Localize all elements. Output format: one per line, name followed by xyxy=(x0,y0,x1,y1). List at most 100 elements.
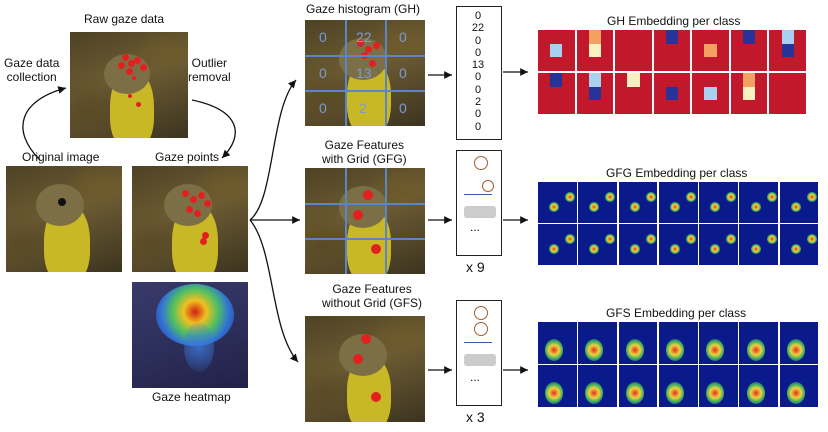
grid-line xyxy=(305,203,425,205)
gh-embed-bin xyxy=(769,73,782,87)
gh-embed-cell xyxy=(769,73,806,114)
embed-blob xyxy=(726,234,737,244)
gh-embed-bin xyxy=(793,57,806,71)
gh-cell-count: 0 xyxy=(399,100,407,116)
gaze-point xyxy=(353,354,363,364)
embed-blob xyxy=(545,381,564,404)
gaze-point xyxy=(118,62,125,69)
gaze-point xyxy=(186,206,193,213)
embed-blob xyxy=(806,192,817,202)
gh-embed-bin xyxy=(588,57,601,71)
collection-arrow xyxy=(22,86,67,161)
gh-title: Gaze histogram (GH) xyxy=(306,2,421,16)
gh-vector-bracket xyxy=(456,6,502,140)
gh-embed-cell xyxy=(730,30,768,71)
gaze-point xyxy=(200,238,207,245)
gh-embed-bin xyxy=(576,73,589,87)
gaze-point xyxy=(204,200,211,207)
embed-blob xyxy=(746,338,765,361)
gh-embed-bin xyxy=(793,100,806,114)
gaze-points-label: Gaze points xyxy=(155,150,220,164)
gaze-point xyxy=(373,42,380,49)
gh-embed-cell xyxy=(538,30,575,71)
gh-embed-bin xyxy=(704,30,717,44)
gaze-point xyxy=(134,57,141,64)
embed-blob xyxy=(605,192,616,202)
embed-blob xyxy=(629,202,640,212)
gh-embed-bin xyxy=(730,73,744,87)
gfs-embed-cell xyxy=(538,365,578,408)
grid-line xyxy=(305,90,425,92)
gh-embed-bin xyxy=(665,30,679,44)
gh-embed-bin xyxy=(615,73,628,87)
gh-embed-title: GH Embedding per class xyxy=(607,14,741,28)
gfg-title-text: Gaze Features with Grid (GFG) xyxy=(322,138,407,166)
branch-arrow-gfs xyxy=(249,219,299,363)
embed-blob xyxy=(645,192,656,202)
gaze-point xyxy=(353,210,363,220)
embed-blob xyxy=(629,244,640,254)
embed-blob xyxy=(665,338,684,361)
gh-embed-bin xyxy=(716,43,729,58)
gh-embed-bin xyxy=(716,73,729,87)
gaze-point xyxy=(182,190,189,197)
gh-cell-count: 0 xyxy=(319,29,327,45)
gh-embed-bin xyxy=(755,86,768,101)
gh-embed-bin xyxy=(793,43,806,58)
gh-embed-bin xyxy=(781,30,794,44)
gh-embed-bin xyxy=(781,43,794,58)
gfs-embed-cell xyxy=(538,322,578,365)
embed-blob xyxy=(605,234,616,244)
embed-blob xyxy=(589,244,600,254)
grid-line xyxy=(385,168,387,274)
grid-line xyxy=(305,238,425,240)
gh-vector-entry: 0 xyxy=(474,71,482,84)
gfg-embed-cell xyxy=(658,224,699,266)
gh-embed-cell xyxy=(692,73,729,114)
gh-embed-bin xyxy=(730,100,744,114)
gfg-embed-cell xyxy=(618,224,659,266)
gaze-point xyxy=(371,244,381,254)
gh-embed-bin xyxy=(588,100,601,114)
gh-vector-entry: 0 xyxy=(474,83,482,96)
gfg-embed-title: GFG Embedding per class xyxy=(606,166,748,180)
gh-embed-bin xyxy=(678,57,691,71)
gfg-eye-icon xyxy=(464,206,496,218)
gh-vector-entry: 13 xyxy=(471,59,485,72)
gh-embed-bin xyxy=(550,73,563,87)
gh-embed-bin xyxy=(639,30,652,44)
gh-embed-bin xyxy=(550,86,563,101)
gh-embed-bin xyxy=(627,100,640,114)
gh-embed-bin xyxy=(743,86,756,101)
gfs-circle-icon xyxy=(474,306,488,320)
gfs-multiplier: x 3 xyxy=(466,409,485,425)
gaze-point xyxy=(126,68,133,75)
gh-embed-bin xyxy=(678,30,691,44)
outlier-arrow xyxy=(191,99,236,159)
gfg-arrow-icon xyxy=(464,194,492,205)
gh-embed-bin xyxy=(755,73,768,87)
gfs-embed-cell xyxy=(739,365,780,408)
gfs-embed-cell xyxy=(618,322,659,365)
gfg-embed-cell xyxy=(779,182,820,224)
gaze-point xyxy=(198,192,205,199)
gfg-embed-panel xyxy=(538,182,820,266)
gfg-embed-cell xyxy=(538,224,578,266)
gh-vector-entry: 0 xyxy=(474,10,482,22)
gh-embed-bin xyxy=(576,86,589,101)
gh-embed-bin xyxy=(730,86,744,101)
embed-blob xyxy=(786,381,805,404)
gh-embed-bin xyxy=(600,57,614,71)
gh-embed-bin xyxy=(755,30,768,44)
gh-embed-bin xyxy=(692,100,705,114)
grid-line xyxy=(305,55,425,57)
gh-embed-bin xyxy=(588,43,601,58)
gh-embed-cell xyxy=(730,73,768,114)
gh-embed-bin xyxy=(781,57,794,71)
embed-blob xyxy=(685,234,696,244)
gfg-ellipsis: ... xyxy=(470,220,481,234)
gh-vector-entry: 0 xyxy=(474,46,482,59)
gfg-embed-cell xyxy=(739,224,780,266)
gfg-embed-cell xyxy=(699,182,739,224)
gh-embed-bin xyxy=(704,43,717,58)
